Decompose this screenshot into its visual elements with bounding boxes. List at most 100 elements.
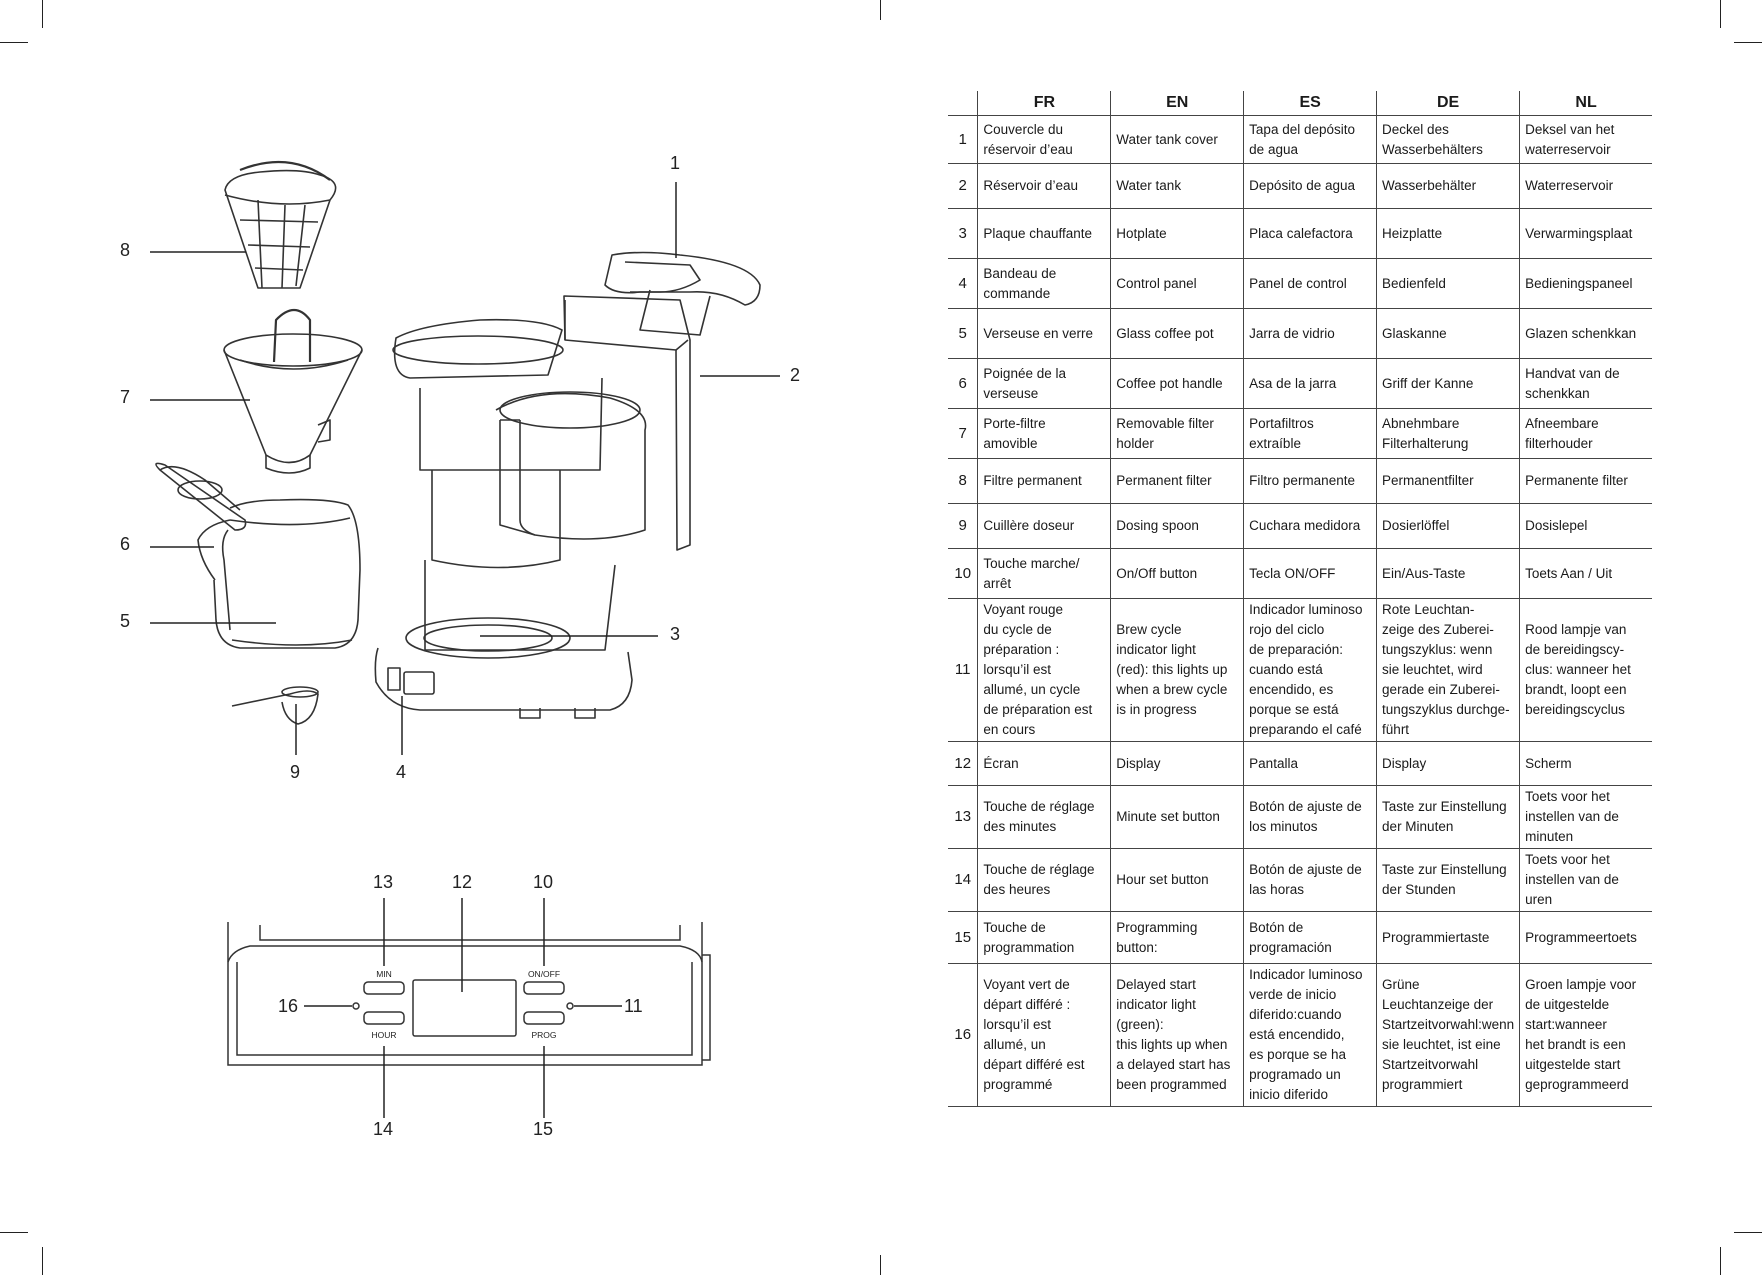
table-cell: Plaque chauffante xyxy=(977,208,1111,259)
table-cell: Water tank xyxy=(1110,163,1244,209)
table-cell: Waterreservoir xyxy=(1519,163,1652,209)
table-cell: Ein/Aus-Taste xyxy=(1376,548,1520,599)
header-es: ES xyxy=(1243,91,1377,116)
callout-16: 16 xyxy=(278,996,299,1016)
hour-label: HOUR xyxy=(371,1030,396,1040)
row-number: 8 xyxy=(948,458,978,504)
dosing-spoon-illustration xyxy=(231,686,319,725)
table-cell: Asa de la jarra xyxy=(1243,358,1377,409)
table-cell: Glaskanne xyxy=(1376,308,1520,359)
table-cell: Rote Leuchtan-zeige des Zuberei-tungszyk… xyxy=(1376,598,1520,742)
crop-mark xyxy=(1720,0,1721,28)
glass-carafe-illustration xyxy=(155,462,361,649)
callout-6: 6 xyxy=(120,534,131,554)
table-cell: Dosierlöffel xyxy=(1376,503,1520,549)
row-number: 7 xyxy=(948,408,978,459)
row-number: 14 xyxy=(948,848,978,912)
table-cell: Display xyxy=(1376,741,1520,786)
callout-5: 5 xyxy=(120,611,131,631)
row-number: 9 xyxy=(948,503,978,549)
table-cell: Cuillère doseur xyxy=(977,503,1111,549)
table-cell: Griff der Kanne xyxy=(1376,358,1520,409)
table-cell: Filtre permanent xyxy=(977,458,1111,504)
callout-7: 7 xyxy=(120,387,131,407)
table-cell: On/Off button xyxy=(1110,548,1244,599)
callout-13: 13 xyxy=(373,872,394,892)
table-cell: Jarra de vidrio xyxy=(1243,308,1377,359)
header-fr: FR xyxy=(977,91,1111,116)
table-cell: Bedieningspaneel xyxy=(1519,258,1652,309)
table-cell: Tecla ON/OFF xyxy=(1243,548,1377,599)
table-cell: Scherm xyxy=(1519,741,1652,786)
coffee-maker-diagram: MIN HOUR ON/OFF PROG xyxy=(150,160,780,1118)
crop-mark xyxy=(0,42,28,43)
row-number: 2 xyxy=(948,163,978,209)
table-cell: Display xyxy=(1110,741,1244,786)
min-label: MIN xyxy=(376,969,392,979)
table-cell: Cuchara medidora xyxy=(1243,503,1377,549)
callout-9: 9 xyxy=(290,762,301,782)
row-number: 13 xyxy=(948,785,978,849)
control-panel-closeup xyxy=(227,922,711,1066)
table-cell: Pantalla xyxy=(1243,741,1377,786)
table-cell: Dosislepel xyxy=(1519,503,1652,549)
table-cell: Verwarmingsplaat xyxy=(1519,208,1652,259)
callout-4: 4 xyxy=(396,762,407,782)
coffee-machine-illustration xyxy=(374,251,761,719)
table-cell: Depósito de agua xyxy=(1243,163,1377,209)
row-number: 15 xyxy=(948,911,978,964)
table-cell: Glazen schenkkan xyxy=(1519,308,1652,359)
callout-3: 3 xyxy=(670,624,681,644)
crop-mark xyxy=(42,1247,43,1275)
table-cell: Verseuse en verre xyxy=(977,308,1111,359)
table-cell: Permanente filter xyxy=(1519,458,1652,504)
crop-mark xyxy=(880,0,881,20)
table-cell: Coffee pot handle xyxy=(1110,358,1244,409)
row-number: 10 xyxy=(948,548,978,599)
row-number: 4 xyxy=(948,258,978,309)
callout-15: 15 xyxy=(533,1119,554,1139)
table-cell: Hotplate xyxy=(1110,208,1244,259)
prog-label: PROG xyxy=(531,1030,556,1040)
table-cell: Placa calefactora xyxy=(1243,208,1377,259)
row-number: 16 xyxy=(948,963,978,1107)
table-cell: Minute set button xyxy=(1110,785,1244,849)
table-cell: Toets Aan / Uit xyxy=(1519,548,1652,599)
crop-mark xyxy=(1720,1247,1721,1275)
header-nl: NL xyxy=(1519,91,1652,116)
table-cell: Permanent filter xyxy=(1110,458,1244,504)
table-cell: Control panel xyxy=(1110,258,1244,309)
row-number: 11 xyxy=(948,598,978,742)
